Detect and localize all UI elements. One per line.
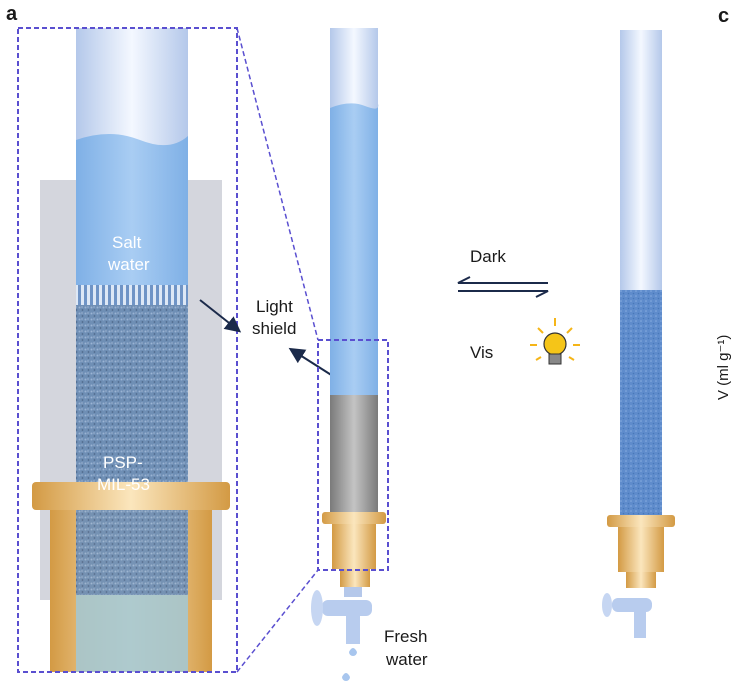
arrow-to-shield-2 (288, 347, 337, 379)
panel-label-a: a (6, 3, 18, 25)
valve-handle (311, 590, 323, 626)
light-shield-stripes (76, 285, 188, 305)
inset-dashed-box (17, 27, 238, 673)
salt-water-label-2: water (107, 255, 150, 274)
light-shield-sleeve (330, 395, 378, 513)
salt-water (76, 134, 188, 285)
psp-label-2: MIL-53 (97, 475, 150, 494)
y-axis-label: V (ml g⁻¹) (715, 335, 732, 400)
zoom-region-box (317, 339, 389, 571)
water-drop (349, 648, 357, 656)
fresh-water-label: Fresh (384, 627, 427, 646)
light-shield-label: Light (256, 297, 293, 316)
water-drop (342, 673, 350, 681)
inset-column (32, 28, 230, 672)
light-shield-label-2: shield (252, 319, 296, 338)
right-column (602, 30, 675, 638)
reverse-arrow-dark (457, 276, 548, 284)
brass-flange (32, 482, 230, 510)
hydrated-packing (620, 290, 662, 518)
dark-label: Dark (470, 247, 506, 266)
vis-label: Vis (470, 343, 493, 362)
salt-water-label: Salt (112, 233, 142, 252)
valve (322, 600, 372, 616)
arrow-to-shield (199, 299, 242, 333)
middle-column (311, 28, 386, 681)
fresh-water-label-2: water (385, 650, 428, 669)
panel-label-c: c (718, 5, 729, 27)
light-bulb-icon (530, 318, 580, 365)
forward-arrow-vis (458, 290, 549, 298)
psp-label: PSP- (103, 453, 143, 472)
